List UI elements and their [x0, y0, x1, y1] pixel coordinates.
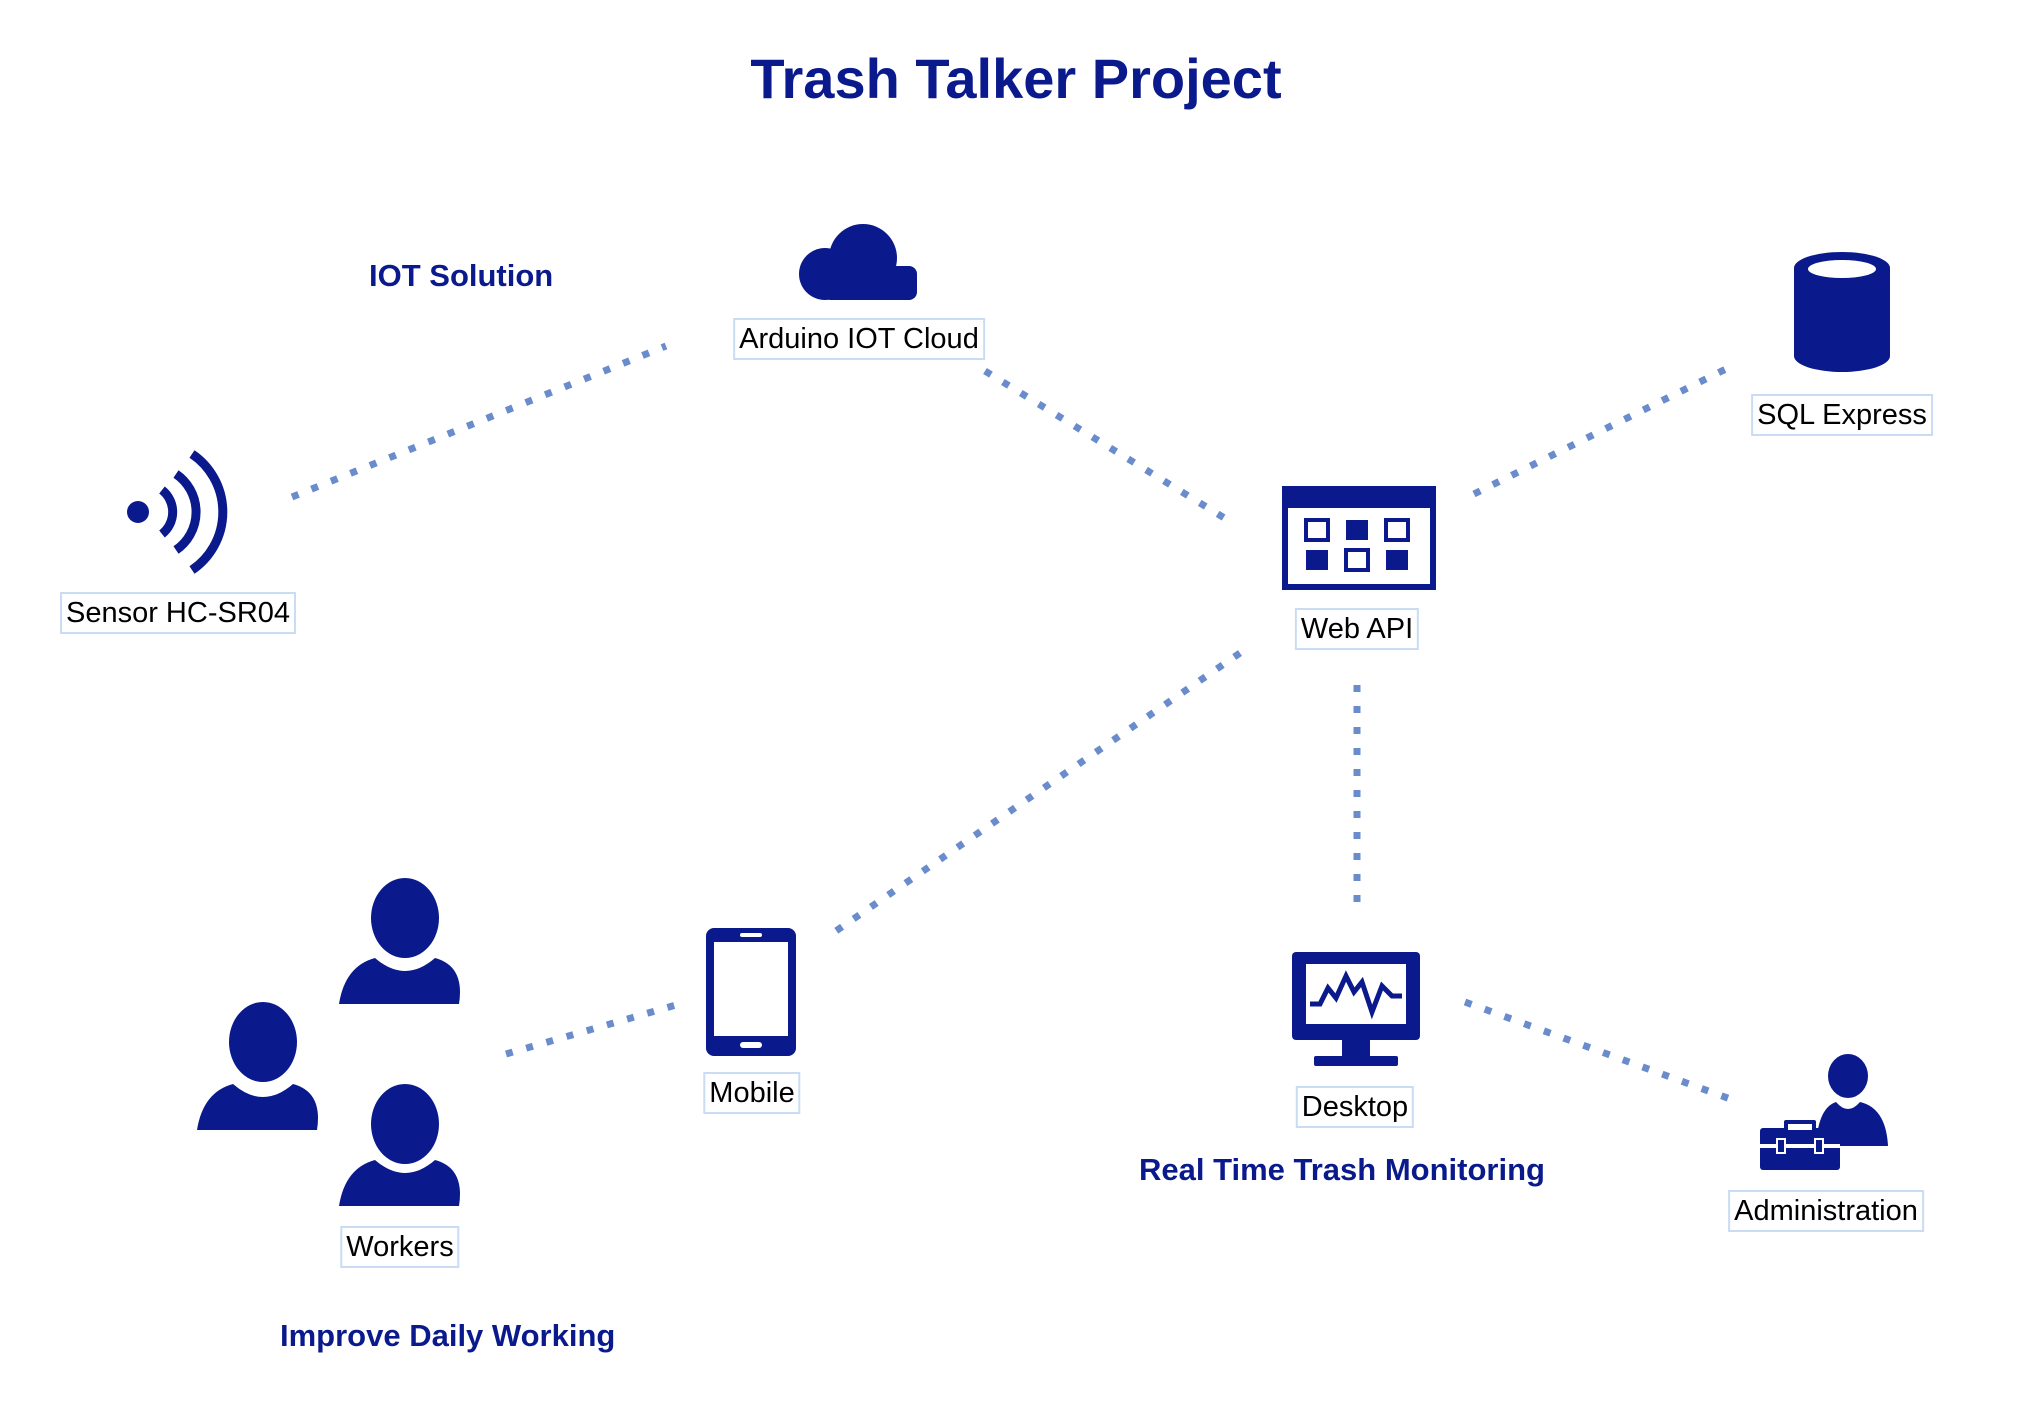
cloud-icon — [799, 224, 917, 300]
connector-webapi-sql — [1472, 363, 1732, 498]
desktop-monitor-icon — [1292, 952, 1420, 1066]
section-label-daily: Improve Daily Working — [280, 1318, 616, 1353]
users-group-icon — [197, 878, 460, 1206]
mobile-phone-icon — [706, 928, 796, 1056]
web-app-icon — [1282, 486, 1436, 590]
connector-workers-mobile — [505, 999, 684, 1058]
node-label-sensor: Sensor HC-SR04 — [59, 592, 297, 634]
wifi-signal-icon — [127, 450, 228, 574]
section-label-iot: IOT Solution — [369, 258, 554, 293]
admin-toolbox-icon — [1760, 1054, 1888, 1170]
database-icon — [1794, 252, 1890, 372]
node-label-webapi: Web API — [1294, 608, 1420, 650]
node-label-admin: Administration — [1728, 1190, 1924, 1232]
node-label-sql: SQL Express — [1751, 394, 1933, 436]
connector-sensor-cloud — [290, 342, 668, 501]
node-label-workers: Workers — [340, 1226, 460, 1268]
node-label-desktop: Desktop — [1295, 1086, 1415, 1128]
page-title: Trash Talker Project — [750, 47, 1282, 110]
connector-desktop-admin — [1463, 998, 1735, 1104]
connector-webapi-mobile — [831, 650, 1242, 936]
connector-cloud-webapi — [983, 368, 1228, 522]
section-label-realtime: Real Time Trash Monitoring — [1139, 1152, 1545, 1187]
node-label-mobile: Mobile — [703, 1072, 801, 1114]
node-label-cloud: Arduino IOT Cloud — [733, 318, 985, 360]
